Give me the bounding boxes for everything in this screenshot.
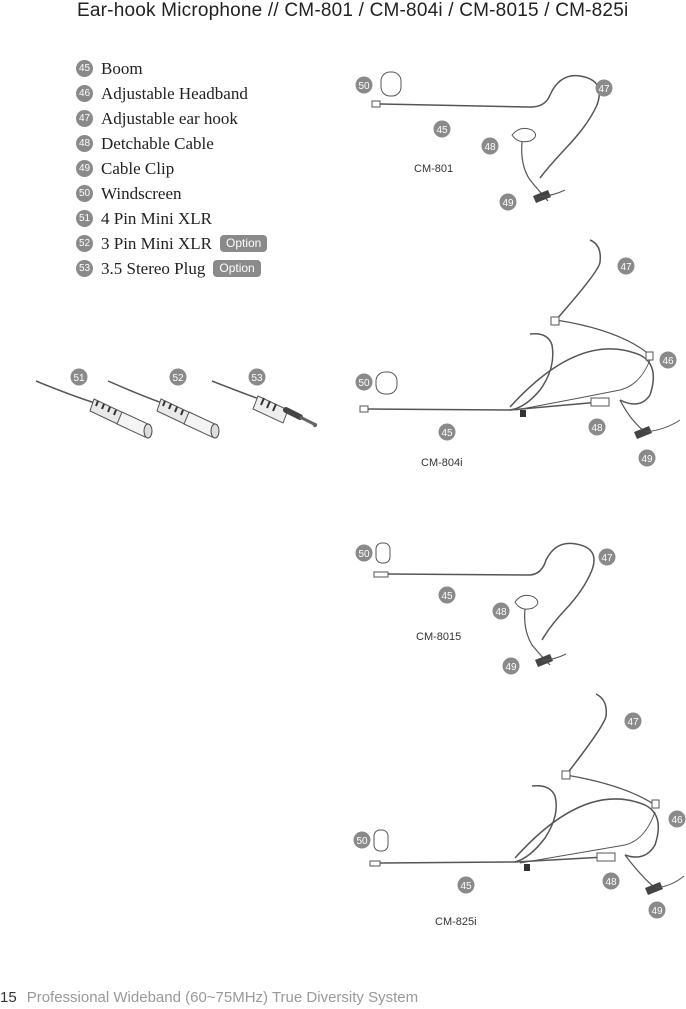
svg-text:47: 47: [598, 84, 610, 95]
page-footer: 15 Professional Wideband (60~75MHz) True …: [0, 989, 418, 1007]
legend-label: Windscreen: [101, 183, 182, 203]
badge-49: 49: [502, 657, 520, 675]
legend-label: Detchable Cable: [101, 133, 214, 153]
badge-48: 48: [602, 872, 620, 890]
legend-item-4pin-xlr: 51 4 Pin Mini XLR: [76, 206, 267, 231]
svg-text:49: 49: [641, 454, 653, 465]
legend-label: Boom: [101, 58, 143, 78]
svg-text:52: 52: [172, 373, 184, 384]
legend-label: 3.5 Stereo Plug: [101, 258, 206, 278]
svg-text:46: 46: [662, 356, 674, 367]
legend-label: Cable Clip: [101, 158, 175, 178]
badge-46: 46: [659, 351, 677, 369]
model-label: CM-804i: [421, 457, 463, 469]
legend-label: 3 Pin Mini XLR: [101, 233, 212, 253]
page-number: 15: [0, 989, 17, 1006]
badge-49: 49: [648, 901, 666, 919]
badge-45: 45: [438, 586, 456, 604]
svg-text:49: 49: [502, 198, 514, 209]
badge-46: 46: [668, 810, 686, 828]
number-badge: 50: [76, 185, 93, 202]
legend-label: Adjustable ear hook: [101, 108, 238, 128]
svg-text:48: 48: [605, 877, 617, 888]
svg-text:45: 45: [436, 125, 448, 136]
svg-text:45: 45: [460, 881, 472, 892]
number-badge: 45: [76, 60, 93, 77]
parts-legend: 45 Boom 46 Adjustable Headband 47 Adjust…: [76, 56, 268, 281]
badge-48: 48: [492, 602, 510, 620]
number-badge: 46: [76, 85, 93, 102]
legend-label: Adjustable Headband: [101, 83, 248, 103]
svg-text:49: 49: [651, 906, 663, 917]
svg-text:48: 48: [484, 142, 496, 153]
legend-item-3pin-xlr: 52 3 Pin Mini XLR Option: [76, 231, 268, 256]
svg-text:47: 47: [601, 553, 613, 564]
connector-stereo-plug-illustration: [211, 380, 318, 428]
badge-47: 47: [595, 79, 613, 97]
badge-50: 50: [355, 373, 373, 391]
badge-49: 49: [638, 449, 656, 467]
svg-text:48: 48: [591, 423, 603, 434]
svg-text:45: 45: [441, 428, 453, 439]
svg-text:50: 50: [358, 378, 370, 389]
badge-52: 52: [169, 368, 187, 386]
number-badge: 47: [76, 110, 93, 127]
number-badge: 48: [76, 135, 93, 152]
svg-text:47: 47: [620, 262, 632, 273]
number-badge: 49: [76, 160, 93, 177]
legend-item-boom: 45 Boom: [76, 56, 267, 81]
svg-text:51: 51: [73, 373, 85, 384]
connector-3pin-xlr-illustration: [107, 380, 220, 439]
model-label: CM-825i: [435, 916, 477, 928]
legend-label: 4 Pin Mini XLR: [101, 208, 212, 228]
number-badge: 53: [76, 260, 93, 277]
badge-45: 45: [438, 423, 456, 441]
legend-item-headband: 46 Adjustable Headband: [76, 81, 267, 106]
badge-45: 45: [433, 120, 451, 138]
svg-text:47: 47: [627, 717, 639, 728]
badge-50: 50: [355, 76, 373, 94]
connector-4pin-xlr-illustration: [35, 380, 153, 439]
number-badge: 52: [76, 235, 93, 252]
badge-47: 47: [617, 257, 635, 275]
page-title: Ear-hook Microphone // CM-801 / CM-804i …: [77, 0, 629, 21]
badge-50: 50: [353, 831, 371, 849]
cm-804i-illustration: 50 45 46 47 48 49 CM-804i: [355, 239, 681, 469]
svg-text:45: 45: [441, 591, 453, 602]
legend-item-ear-hook: 47 Adjustable ear hook: [76, 106, 267, 131]
cm-801-illustration: 50 45 47 48 49 CM-801: [355, 71, 613, 211]
badge-48: 48: [588, 418, 606, 436]
option-tag: Option: [220, 235, 268, 252]
legend-item-cable: 48 Detchable Cable: [76, 131, 267, 156]
badge-45: 45: [457, 876, 475, 894]
badge-51: 51: [70, 368, 88, 386]
svg-text:50: 50: [358, 81, 370, 92]
cm-8015-illustration: 50 45 47 48 49 CM-8015: [355, 542, 616, 675]
legend-item-windscreen: 50 Windscreen: [76, 181, 267, 206]
model-label: CM-8015: [416, 631, 461, 643]
badge-48: 48: [481, 137, 499, 155]
svg-text:50: 50: [356, 836, 368, 847]
legend-item-stereo-plug: 53 3.5 Stereo Plug Option: [76, 256, 267, 281]
svg-text:49: 49: [505, 662, 517, 673]
svg-text:53: 53: [251, 373, 263, 384]
model-label: CM-801: [414, 163, 453, 175]
cm-825i-illustration: 50 45 46 47 48 49 CM-825i: [353, 693, 686, 928]
badge-50: 50: [355, 544, 373, 562]
legend-item-cable-clip: 49 Cable Clip: [76, 156, 267, 181]
option-tag: Option: [213, 260, 261, 277]
badge-47: 47: [598, 548, 616, 566]
number-badge: 51: [76, 210, 93, 227]
footer-text: Professional Wideband (60~75MHz) True Di…: [26, 989, 419, 1006]
badge-47: 47: [624, 712, 642, 730]
svg-text:50: 50: [358, 549, 370, 560]
badge-53: 53: [248, 368, 266, 386]
svg-text:48: 48: [495, 607, 507, 618]
svg-text:46: 46: [671, 815, 683, 826]
badge-49: 49: [499, 193, 517, 211]
